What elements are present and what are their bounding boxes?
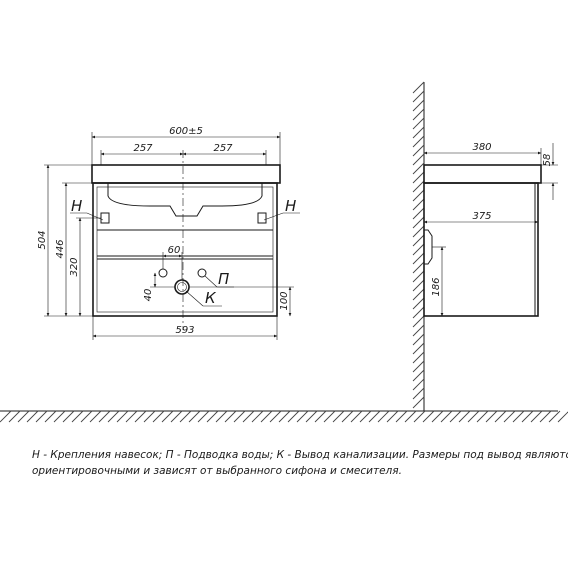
dim-pipe-60: 60 — [168, 245, 181, 256]
side-view — [412, 81, 542, 411]
wall-hatch — [412, 81, 425, 409]
mount-left — [100, 212, 110, 224]
label-mount-left: Н — [71, 197, 82, 215]
floor-hatch — [0, 410, 568, 423]
dim-height-total: 504 — [37, 230, 48, 249]
dim-depth-375: 375 — [472, 211, 491, 222]
floor — [0, 410, 568, 423]
side-top — [423, 164, 542, 184]
label-mount-right: Н — [285, 197, 296, 215]
dim-overall-width: 600±5 — [169, 126, 203, 137]
cabinet-body — [92, 182, 278, 317]
dim-width-593: 593 — [175, 325, 194, 336]
dim-half-right: 257 — [213, 143, 233, 154]
side-handle — [424, 229, 433, 265]
water-inlet-right — [197, 268, 207, 278]
side-body — [423, 182, 539, 317]
side-dimensions: 380 58 375 186 — [423, 142, 558, 317]
dim-top-58: 58 — [542, 154, 553, 167]
dim-half-left: 257 — [133, 143, 153, 154]
label-drain: К — [205, 289, 217, 307]
label-water: П — [218, 270, 229, 288]
basin-top — [91, 164, 281, 184]
dim-pipe-40: 40 — [143, 289, 154, 302]
dim-height-320: 320 — [69, 257, 80, 276]
basin-bowl — [107, 183, 263, 217]
caption: Н - Крепления навесок; П - Подводка воды… — [32, 447, 568, 479]
dim-depth-380: 380 — [472, 142, 491, 153]
front-view — [91, 150, 281, 330]
water-inlet-left — [158, 268, 168, 278]
dim-height-446: 446 — [55, 239, 66, 258]
mount-right — [257, 212, 267, 224]
caption-line-2: ориентировочными и зависят от выбранного… — [32, 465, 402, 477]
caption-line-1: Н - Крепления навесок; П - Подводка воды… — [32, 449, 568, 461]
front-dimensions: 600±5 257 257 504 446 320 60 40 100 — [37, 126, 300, 340]
dim-pipe-100: 100 — [279, 291, 290, 310]
dim-height-186: 186 — [431, 277, 442, 296]
